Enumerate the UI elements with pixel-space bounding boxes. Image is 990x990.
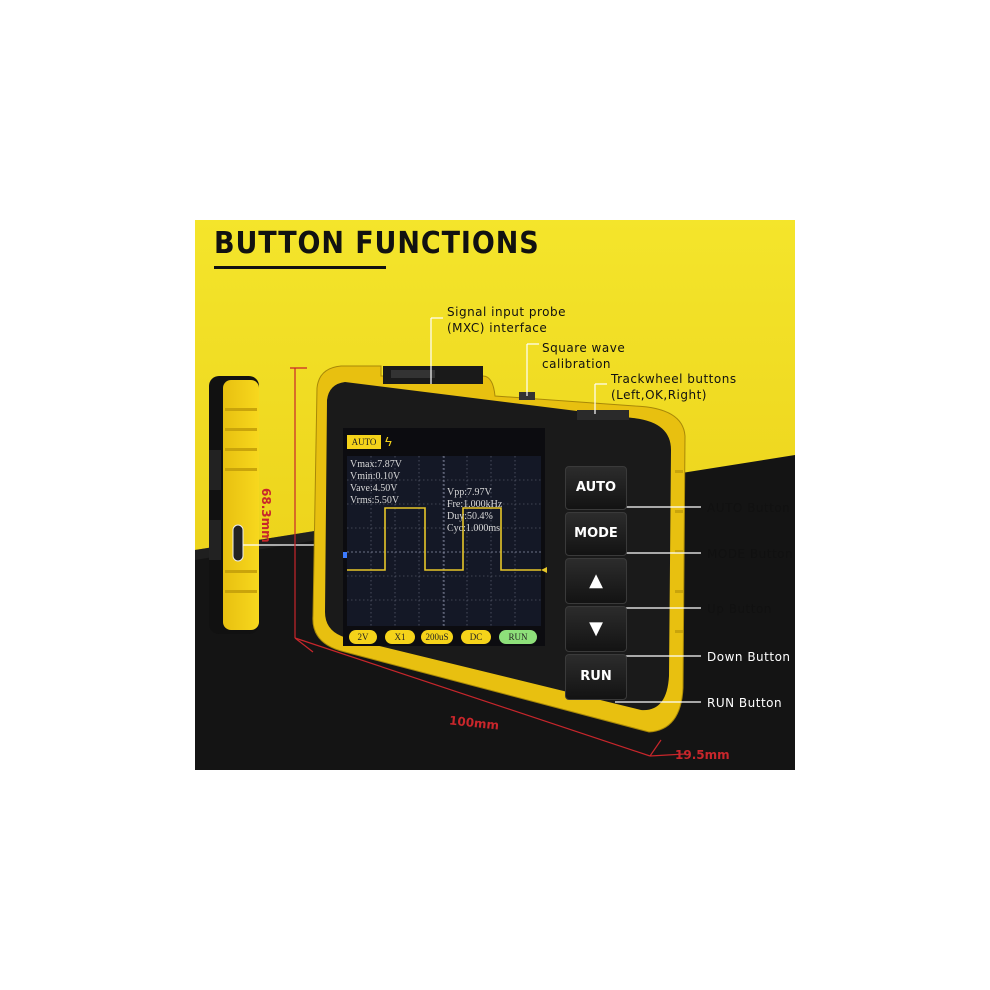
down-button[interactable]: ▼: [565, 606, 627, 652]
pill-voltage: 2V: [349, 630, 377, 644]
callout-mode: MODE Button: [707, 547, 794, 561]
pill-run-state: RUN: [499, 630, 537, 644]
callout-auto: AUTO Button: [707, 501, 791, 515]
pill-probe: X1: [385, 630, 415, 644]
dimension-height: 68.3mm: [259, 488, 273, 543]
side-view-device: [209, 376, 323, 634]
callout-run: RUN Button: [707, 696, 783, 710]
readout-vave: Vave:4.50V: [350, 483, 398, 494]
dimension-lines: [290, 367, 686, 757]
readout-vmin: Vmin:0.10V: [350, 471, 401, 482]
readout-cycle: Cyc:1.000ms: [447, 523, 501, 534]
pill-coupling: DC: [461, 630, 491, 644]
dimension-depth: 19.5mm: [675, 748, 730, 762]
auto-button[interactable]: AUTO: [565, 466, 627, 510]
up-button[interactable]: ▲: [565, 558, 627, 604]
callout-lines: [430, 317, 701, 703]
readout-freq: Fre:1.000kHz: [447, 499, 503, 510]
readout-vpp: Vpp:7.97V: [447, 487, 492, 498]
screen-mode-tab: AUTO: [347, 435, 381, 449]
callout-trackwheel: Trackwheel buttons(Left,OK,Right): [611, 372, 737, 402]
run-button[interactable]: RUN: [565, 654, 627, 700]
square-wave-trace: [347, 507, 541, 571]
pill-timebase: 200uS: [421, 630, 453, 644]
product-panel: BUTTON FUNCTIONS Signal input probe(MXC)…: [195, 220, 795, 770]
callout-up: Up Button: [707, 602, 772, 616]
readout-vmax: Vmax:7.87V: [350, 459, 402, 470]
callout-probe: Signal input probe(MXC) interface: [447, 305, 566, 335]
callout-down: Down Button: [707, 650, 791, 664]
readout-duty: Duy:50.4%: [447, 511, 493, 522]
background-artwork: [195, 220, 795, 770]
scope-screen: [343, 428, 547, 646]
mode-button[interactable]: MODE: [565, 512, 627, 556]
title-underline: [214, 266, 386, 269]
trigger-icon: ϟ: [385, 434, 392, 449]
page-title: BUTTON FUNCTIONS: [214, 226, 540, 261]
readout-vrms: Vrms:5.50V: [350, 495, 400, 506]
